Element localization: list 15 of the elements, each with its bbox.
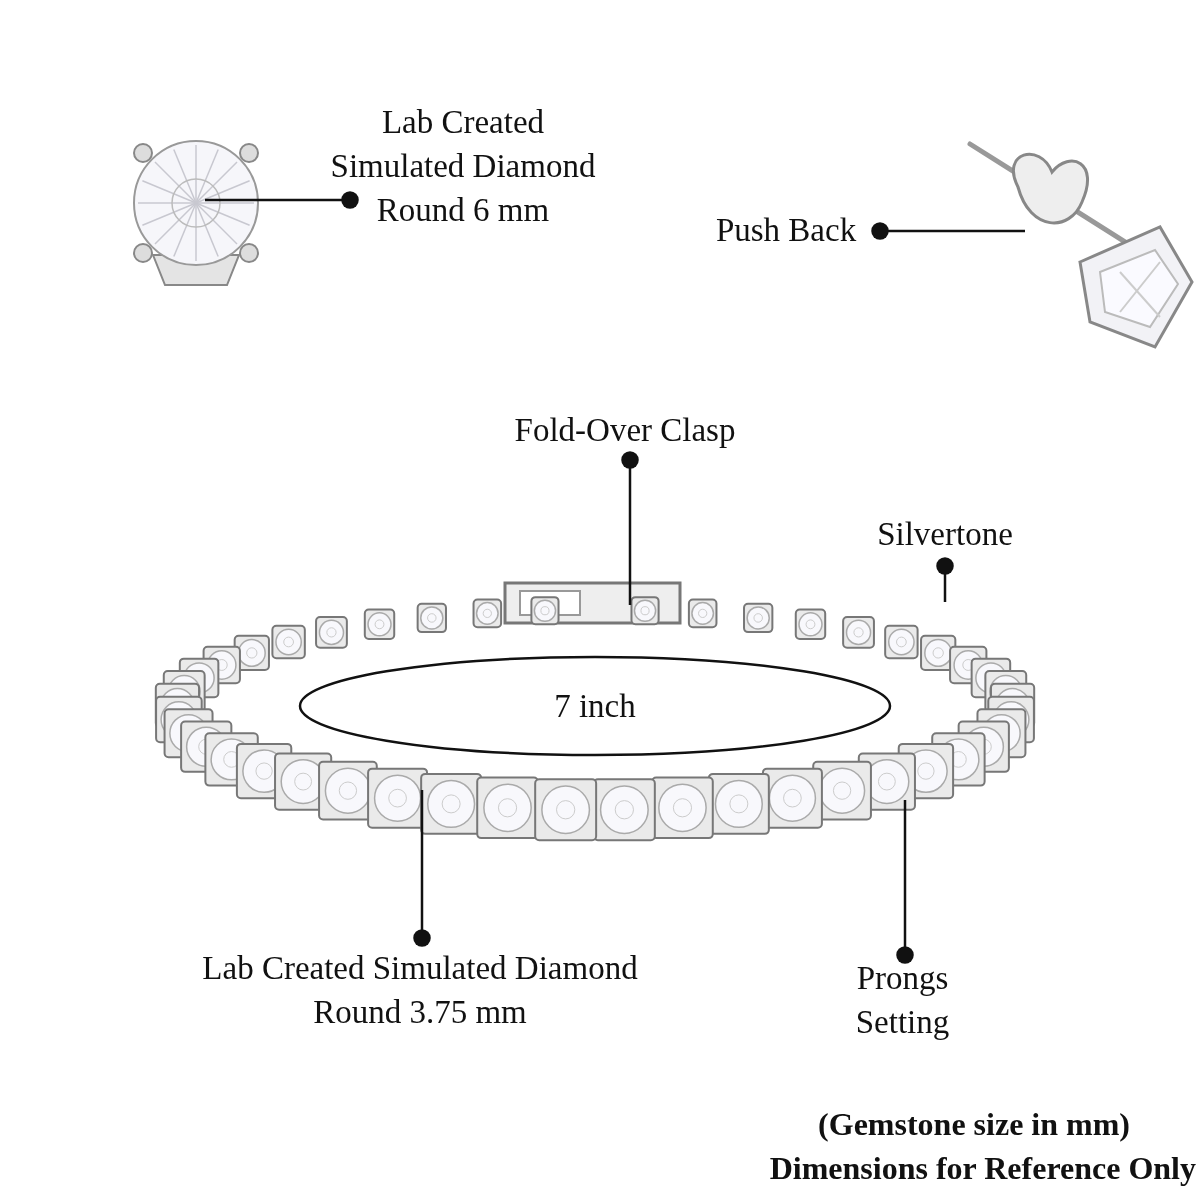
leader-line	[896, 800, 914, 964]
callout-label: Lab Created Simulated Diamond Round 6 mm	[329, 103, 597, 230]
callout-label: Lab Created Simulated Diamond Round 3.75 mm	[201, 949, 639, 1032]
note-text: (Gemstone size in mm)	[818, 1106, 1130, 1143]
callout-label: Prongs Setting	[854, 959, 951, 1042]
leader-line	[205, 191, 359, 209]
callout-label: Push Back	[714, 211, 858, 250]
callout-label: Fold-Over Clasp	[513, 411, 737, 450]
measurement-ellipse	[298, 655, 892, 757]
leader-line	[871, 222, 1025, 240]
measurement-label: 7 inch	[553, 687, 637, 726]
callout-label: Silvertone	[876, 515, 1014, 554]
note-text: Dimensions for Reference Only	[769, 1150, 1196, 1187]
leader-line	[621, 451, 639, 605]
leader-line	[413, 790, 431, 947]
